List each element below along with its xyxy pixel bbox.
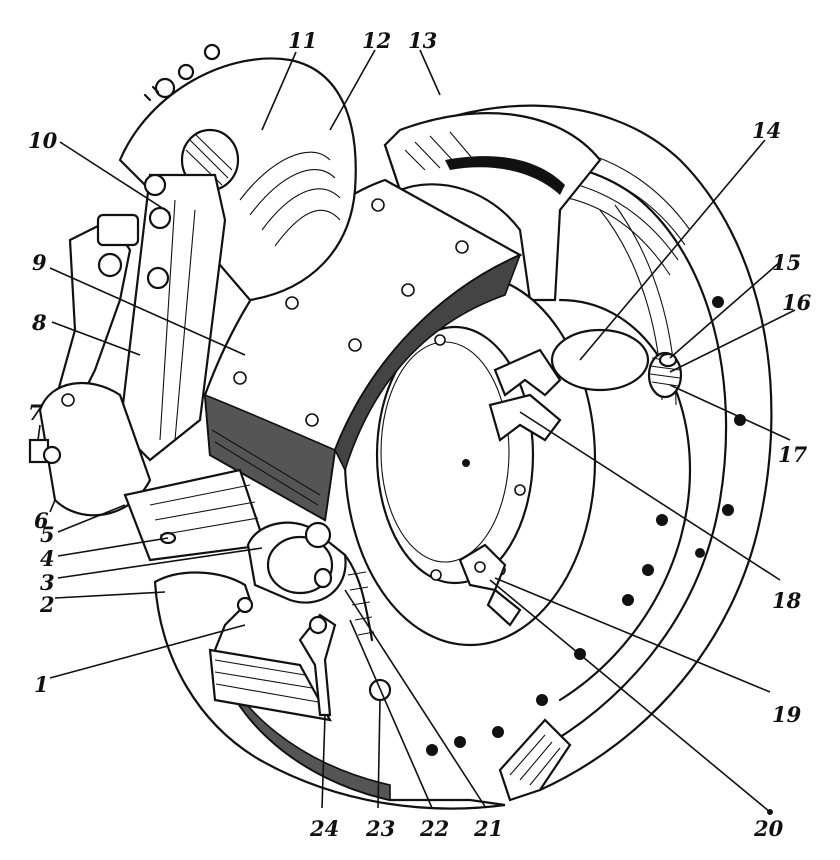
label-21: 21 — [473, 816, 503, 841]
label-9: 9 — [32, 250, 47, 275]
part-labels: 1 2 3 4 5 6 7 8 9 10 11 12 13 14 15 16 1… — [28, 28, 812, 841]
label-23: 23 — [365, 816, 395, 841]
slack-adjuster-lever — [28, 173, 227, 517]
label-17: 17 — [778, 442, 808, 467]
label-13: 13 — [408, 28, 437, 53]
fixing-bolt — [458, 543, 522, 627]
anchor-bracket — [488, 348, 562, 442]
label-20: 20 — [753, 816, 784, 841]
label-6: 6 — [34, 508, 49, 533]
label-15: 15 — [772, 250, 801, 275]
label-2: 2 — [39, 592, 55, 617]
brake-chamber — [118, 43, 357, 302]
label-19: 19 — [772, 702, 802, 727]
label-11: 11 — [288, 28, 317, 53]
label-8: 8 — [31, 310, 47, 335]
label-14: 14 — [752, 118, 781, 143]
label-1: 1 — [34, 672, 49, 697]
label-7: 7 — [28, 400, 43, 425]
label-3: 3 — [40, 570, 55, 595]
lower-brake-shoe — [153, 571, 506, 810]
label-4: 4 — [40, 546, 55, 571]
label-5: 5 — [40, 522, 55, 547]
label-18: 18 — [772, 588, 802, 613]
label-10: 10 — [28, 128, 58, 153]
cam-and-rollers — [246, 521, 375, 642]
label-24: 24 — [309, 816, 339, 841]
leader-lines — [37, 49, 796, 815]
camshaft — [123, 468, 267, 562]
drum-top-section — [383, 112, 602, 302]
label-16: 16 — [782, 290, 812, 315]
label-22: 22 — [419, 816, 449, 841]
label-12: 12 — [362, 28, 391, 53]
